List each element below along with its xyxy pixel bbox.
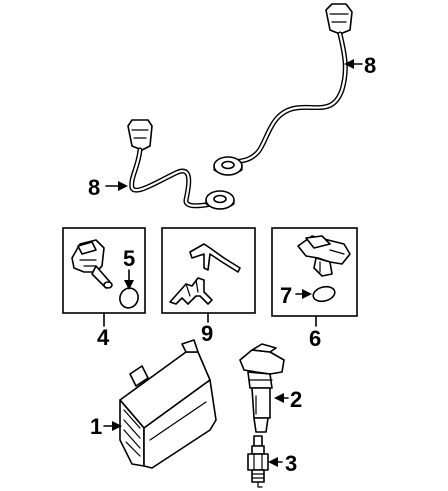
crankshaft-sensor-box: 7 [271, 227, 358, 317]
callout-5-label: 5 [123, 246, 135, 271]
knock-sensor-harness-right [213, 3, 353, 176]
callout-7-label: 7 [280, 283, 292, 308]
callout-8-left: 8 [88, 175, 128, 200]
crank-o-ring [312, 285, 336, 303]
callout-9-label: 9 [201, 321, 213, 346]
knock-sensor-harness-left [127, 119, 235, 210]
callout-4: 4 [97, 312, 110, 350]
camshaft-sensor-box: 5 [62, 227, 146, 314]
callout-4-label: 4 [97, 325, 110, 350]
callout-8-right: 8 [344, 53, 376, 78]
ignition-coil [239, 343, 285, 433]
callout-6-label: 6 [309, 326, 321, 351]
callout-2: 2 [274, 387, 302, 412]
callout-3-label: 3 [285, 451, 297, 476]
callout-3: 3 [268, 451, 297, 476]
callout-8-right-label: 8 [364, 53, 376, 78]
callout-2-label: 2 [290, 387, 302, 412]
bracket-box [161, 227, 256, 314]
callout-8-left-label: 8 [88, 175, 100, 200]
callout-6: 6 [309, 315, 321, 351]
callout-1: 1 [90, 414, 122, 439]
callout-9: 9 [201, 312, 213, 346]
o-ring [119, 287, 139, 309]
spark-plug [247, 435, 269, 488]
engine-control-module [119, 339, 217, 469]
callout-1-label: 1 [90, 414, 102, 439]
